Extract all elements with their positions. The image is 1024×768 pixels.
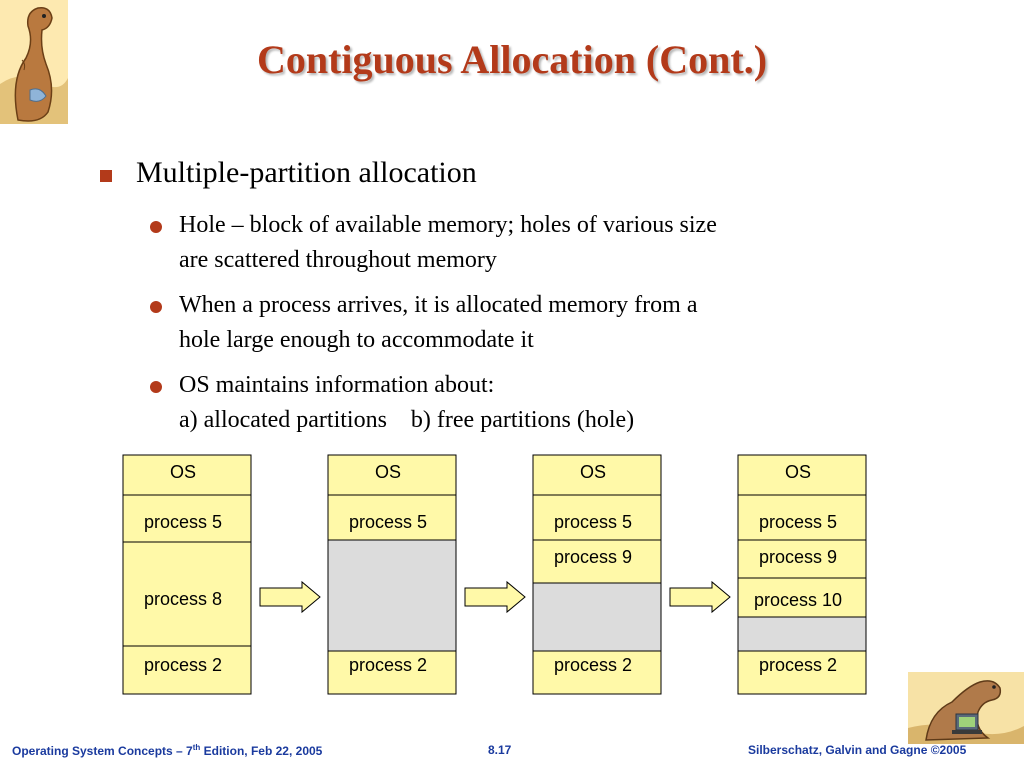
memory-column-2: OS process 5 process 2 [327, 454, 457, 695]
memory-block-label: process 5 [759, 512, 837, 532]
memory-partition-block [532, 650, 662, 695]
memory-block-label: process 9 [759, 547, 837, 567]
memory-block-label: process 5 [144, 512, 222, 532]
arrow-right-icon [464, 580, 526, 614]
memory-partition-block [737, 454, 867, 496]
arrow-right-icon [259, 580, 321, 614]
footer-copyright: Silberschatz, Galvin and Gagne ©2005 [748, 743, 967, 757]
dinosaur-mascot-icon [0, 0, 68, 124]
memory-partition-block [122, 494, 252, 543]
round-bullet-icon [150, 221, 162, 233]
memory-partition-block [532, 539, 662, 584]
memory-column-4: OS process 5 process 9 process 10 process 2 [737, 454, 867, 695]
dinosaur-laptop-icon [908, 672, 1024, 744]
memory-block-label: process 9 [554, 547, 632, 567]
memory-partition-block [122, 645, 252, 695]
memory-partition-block [122, 541, 252, 647]
memory-block-label: process 10 [754, 590, 842, 610]
memory-block-label: process 2 [144, 655, 222, 675]
memory-partition-block [122, 454, 252, 496]
memory-partition-block [737, 539, 867, 579]
memory-column-1: OS process 5 process 8 process 2 [122, 454, 252, 695]
memory-partition-block [532, 454, 662, 496]
square-bullet-icon [100, 170, 112, 182]
memory-block-label: process 5 [554, 512, 632, 532]
memory-column-3: OS process 5 process 9 process 2 [532, 454, 662, 695]
memory-hole-block [532, 582, 662, 652]
subbullet-line: hole large enough to accommodate it [179, 327, 534, 353]
slide-title: Contiguous Allocation (Cont.) [256, 37, 768, 82]
round-bullet-icon [150, 381, 162, 393]
memory-partition-block [327, 454, 457, 496]
memory-block-label: OS [170, 462, 196, 482]
subbullet-line: When a process arrives, it is allocated … [179, 292, 698, 318]
memory-block-label: process 2 [759, 655, 837, 675]
memory-block-label: process 2 [554, 655, 632, 675]
bullet-text: Multiple-partition allocation [136, 156, 477, 189]
memory-block-label: OS [375, 462, 401, 482]
memory-partition-block [327, 494, 457, 541]
memory-block-label: process 8 [144, 589, 222, 609]
footer-page-number: 8.17 [488, 743, 512, 757]
subbullet-line: a) allocated partitions b) free partitio… [179, 407, 635, 433]
memory-block-label: process 5 [349, 512, 427, 532]
subbullet-line: Hole – block of available memory; holes … [179, 212, 717, 238]
subbullet-line: are scattered throughout memory [179, 247, 497, 273]
subbullet-line: OS maintains information about: [179, 372, 495, 398]
memory-partition-block [737, 494, 867, 541]
memory-partition-block [327, 650, 457, 695]
memory-block-label: OS [580, 462, 606, 482]
footer-book-title: Operating System Concepts – 7th Edition,… [12, 743, 323, 758]
memory-hole-block [327, 539, 457, 652]
arrow-right-icon [669, 580, 731, 614]
memory-partition-block [737, 650, 867, 695]
memory-partition-block [532, 494, 662, 541]
memory-block-label: process 2 [349, 655, 427, 675]
memory-hole-block [737, 616, 867, 652]
memory-partition-block [737, 577, 867, 618]
memory-block-label: OS [785, 462, 811, 482]
round-bullet-icon [150, 301, 162, 313]
